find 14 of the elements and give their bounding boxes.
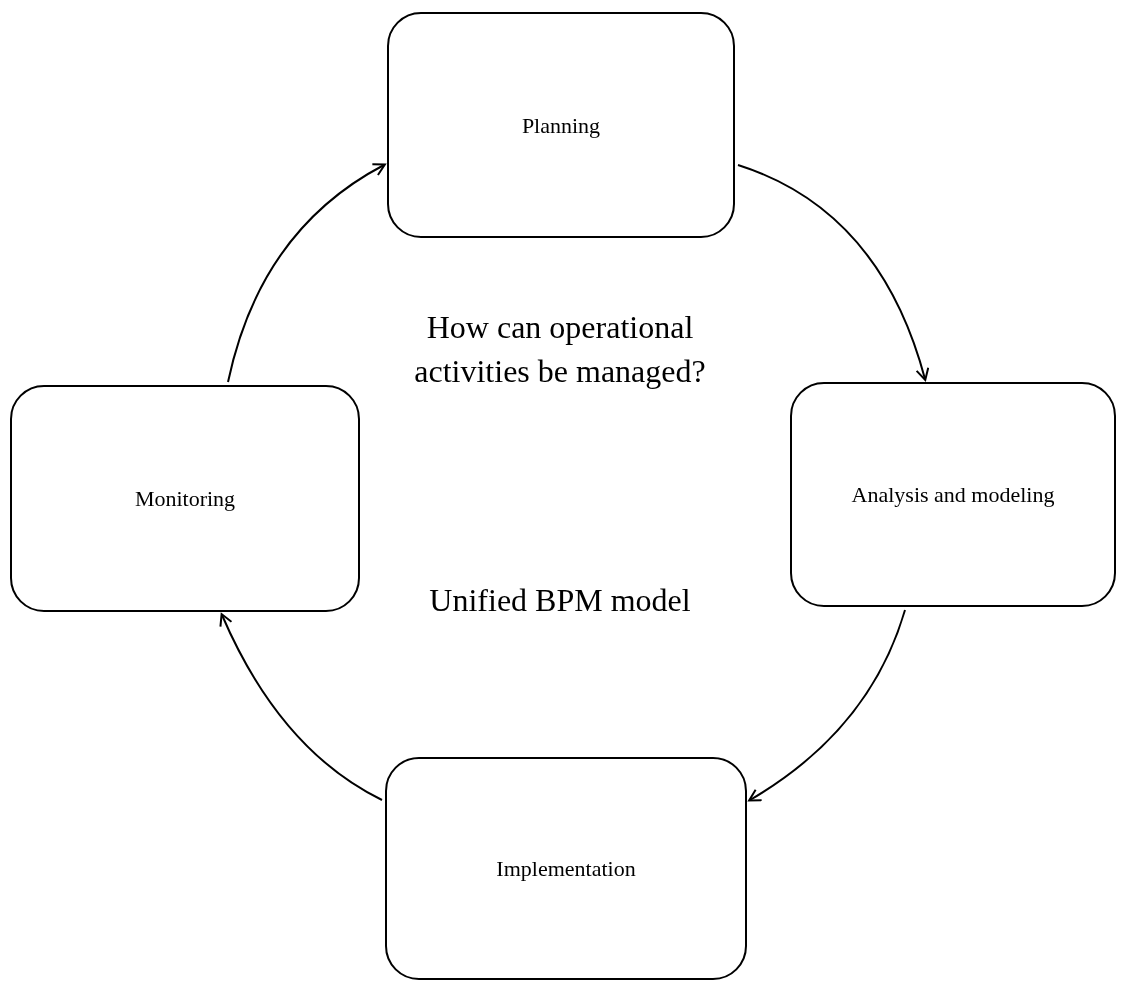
- process-box: [10, 385, 360, 612]
- center-text: Unified BPM model: [428, 581, 692, 620]
- curved-arrow: [748, 609, 906, 802]
- box-label: Planning: [521, 111, 601, 140]
- process-box: [385, 757, 747, 980]
- center-text: How can operational activities be managed?: [413, 308, 707, 391]
- box-label: Analysis and modeling: [851, 481, 1055, 509]
- curved-arrow: [737, 164, 929, 381]
- box-label: Monitoring: [134, 485, 236, 513]
- process-box: [387, 12, 735, 238]
- curved-arrow: [219, 613, 383, 801]
- box-label: Implementation: [496, 855, 636, 883]
- curved-arrow: [227, 163, 386, 383]
- process-box: [790, 382, 1116, 607]
